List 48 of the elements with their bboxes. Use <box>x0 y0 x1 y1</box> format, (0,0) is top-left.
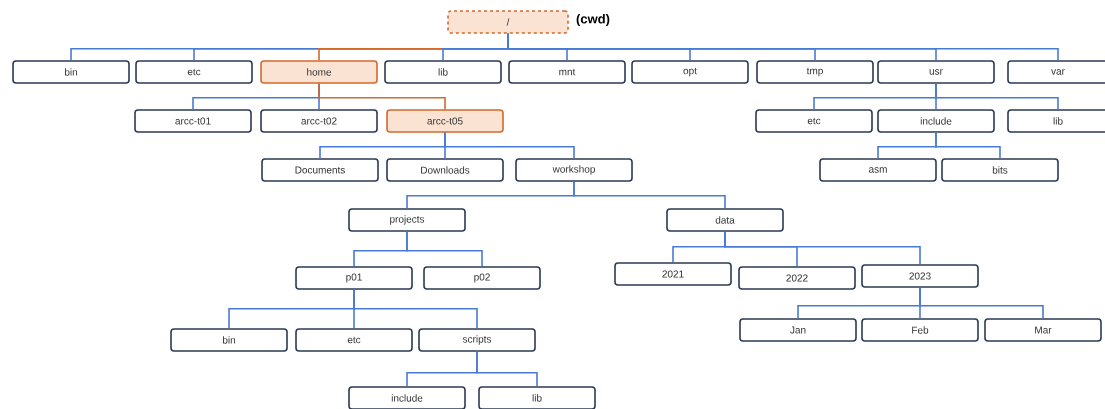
connector-line <box>507 33 1059 61</box>
folder-box: 2023 <box>861 264 979 288</box>
folder-box: 2022 <box>738 266 856 290</box>
folder-box: workshop <box>515 158 633 182</box>
folder-box: bits <box>941 158 1059 182</box>
folder-box: Downloads <box>386 158 504 182</box>
connector-line <box>919 287 1044 319</box>
connector-line <box>318 83 446 110</box>
folder-box: p02 <box>423 266 541 290</box>
connector-line <box>724 231 921 265</box>
folder-box: var <box>1007 60 1105 84</box>
folder-box: etc <box>755 109 873 133</box>
node-caption: (cwd) <box>576 13 610 27</box>
folder-box: etc <box>135 60 253 84</box>
folder-box: Jan <box>739 318 857 342</box>
connector-line <box>444 132 575 159</box>
folder-box: asm <box>819 158 937 182</box>
connector-line <box>935 132 1001 159</box>
connector-line <box>935 83 1059 110</box>
folder-box: Documents <box>261 158 379 182</box>
folder-box: 2021 <box>614 262 732 286</box>
selected-folder-box: home <box>260 60 378 84</box>
folder-box: usr <box>877 60 995 84</box>
folder-box: mnt <box>508 60 626 84</box>
folder-box: arcc-t02 <box>260 109 378 133</box>
folder-box: etc <box>295 328 413 352</box>
connector-line <box>353 289 478 329</box>
folder-box: lib <box>478 386 596 409</box>
connector-line <box>476 351 538 387</box>
folder-box: arcc-t01 <box>134 109 252 133</box>
folder-box: Feb <box>861 318 979 342</box>
folder-box: include <box>348 386 466 409</box>
folder-box: lib <box>1007 109 1105 133</box>
folder-box: data <box>666 208 784 232</box>
folder-box: lib <box>384 60 502 84</box>
selected-folder-box: arcc-t05 <box>386 109 504 133</box>
folder-box: bin <box>12 60 130 84</box>
folder-box: opt <box>631 60 749 84</box>
folder-box: Mar <box>984 318 1102 342</box>
folder-box: projects <box>348 208 466 232</box>
connector-line <box>406 231 483 267</box>
folder-box: tmp <box>756 60 874 84</box>
folder-box: p01 <box>295 266 413 290</box>
connector-line <box>573 181 726 209</box>
folder-box: include <box>877 109 995 133</box>
folder-box: bin <box>170 328 288 352</box>
selected-folder-box: / <box>447 10 569 34</box>
folder-box: scripts <box>418 328 536 352</box>
